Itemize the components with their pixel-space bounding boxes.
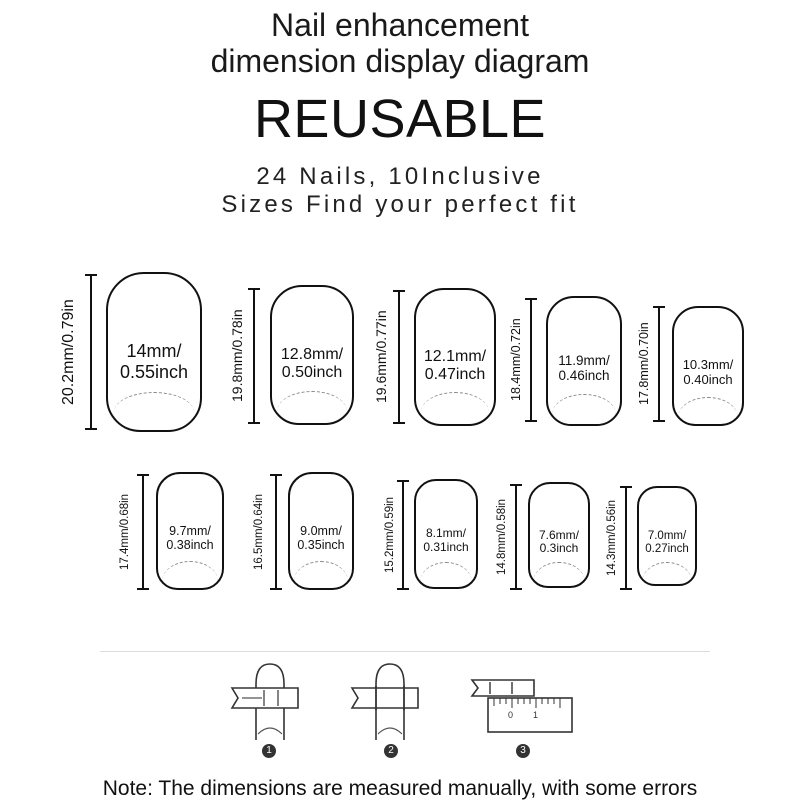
subtitle-line-2: Sizes Find your perfect fit xyxy=(221,191,579,218)
length-bracket xyxy=(397,480,409,590)
nail-outline: 9.0mm/0.35inch xyxy=(288,472,354,590)
tape-on-nail-icon xyxy=(230,663,299,740)
width-mm: 9.0mm/ xyxy=(300,523,342,538)
length-bracket xyxy=(248,288,260,424)
cuticle-line xyxy=(420,392,490,424)
cuticle-line xyxy=(419,562,473,587)
length-bracket xyxy=(393,290,405,424)
length-bracket xyxy=(620,486,632,590)
length-bracket xyxy=(510,484,522,590)
width-inch: 0.50inch xyxy=(281,364,343,382)
width-inch: 0.47inch xyxy=(424,366,486,384)
cuticle-line xyxy=(161,561,219,588)
ruler-tick-0: 0 xyxy=(508,710,513,720)
nail-width-label: 12.1mm/0.47inch xyxy=(416,348,494,385)
length-bracket xyxy=(653,306,665,422)
nail-outline: 7.0mm/0.27inch xyxy=(637,486,697,586)
nail-length-label: 19.6mm/0.77in xyxy=(373,310,389,404)
width-mm: 10.3mm/ xyxy=(682,357,734,373)
width-mm: 14mm/ xyxy=(126,341,182,362)
nail-width-label: 7.6mm/0.3inch xyxy=(530,527,588,557)
width-mm: 7.0mm/ xyxy=(647,530,687,542)
nail-width-label: 7.0mm/0.27inch xyxy=(639,530,695,556)
nail-width-label: 8.1mm/0.31inch xyxy=(416,526,476,555)
width-mm: 9.7mm/ xyxy=(169,523,211,538)
cuticle-line xyxy=(678,396,738,424)
nail-width-label: 10.3mm/0.40inch xyxy=(674,357,742,388)
nail-length-label: 19.8mm/0.78in xyxy=(229,309,245,403)
cuticle-line xyxy=(293,561,349,588)
nail-length-label: 17.4mm/0.68in xyxy=(119,493,131,571)
nail-outline: 7.6mm/0.3inch xyxy=(528,482,590,588)
width-inch: 0.40inch xyxy=(683,372,733,388)
length-bracket xyxy=(270,474,282,590)
nail-outline: 14mm/0.55inch xyxy=(106,272,202,432)
nail-outline: 10.3mm/0.40inch xyxy=(672,306,744,426)
ruler-tick-1: 1 xyxy=(533,710,538,720)
nail-outline: 12.1mm/0.47inch xyxy=(414,288,496,426)
width-inch: 0.38inch xyxy=(166,537,214,552)
width-mm: 12.1mm/ xyxy=(423,347,487,365)
width-inch: 0.55inch xyxy=(119,361,189,382)
nail-width-label: 11.9mm/0.46inch xyxy=(548,353,620,384)
subtitle-line-1: 24 Nails, 10Inclusive xyxy=(256,163,544,190)
headline: REUSABLE xyxy=(253,89,547,149)
width-inch: 0.31inch xyxy=(423,539,469,554)
cuticle-line xyxy=(552,394,616,424)
width-mm: 7.6mm/ xyxy=(538,527,579,542)
width-mm: 12.8mm/ xyxy=(280,345,344,363)
nail-length-label: 15.2mm/0.59in xyxy=(384,496,396,574)
nail-length-label: 18.4mm/0.72in xyxy=(509,318,523,402)
nail-length-label: 20.2mm/0.79in xyxy=(60,299,77,405)
nail-width-label: 14mm/0.55inch xyxy=(108,341,200,382)
length-bracket xyxy=(85,274,97,430)
nail-width-label: 9.7mm/0.38inch xyxy=(158,524,222,553)
width-mm: 8.1mm/ xyxy=(425,526,466,541)
width-inch: 0.27inch xyxy=(645,543,689,556)
nail-length-label: 17.8mm/0.70in xyxy=(637,322,651,406)
nail-outline: 12.8mm/0.50inch xyxy=(270,285,354,425)
width-inch: 0.46inch xyxy=(558,368,610,384)
nail-length-label: 16.5mm/0.64in xyxy=(253,493,265,571)
step-2-illustration xyxy=(348,660,448,744)
cuticle-line xyxy=(276,390,348,423)
width-mm: 11.9mm/ xyxy=(558,352,610,368)
cuticle-line xyxy=(642,562,692,584)
nail-width-label: 9.0mm/0.35inch xyxy=(290,524,352,553)
nail-length-label: 14.3mm/0.56in xyxy=(606,499,618,577)
step-1-number: 1 xyxy=(262,744,276,758)
nail-length-label: 14.8mm/0.58in xyxy=(496,498,508,576)
length-bracket xyxy=(525,298,537,422)
nail-width-label: 12.8mm/0.50inch xyxy=(272,346,352,383)
cuticle-line xyxy=(533,562,585,586)
step-2-number: 2 xyxy=(384,744,398,758)
step-1-illustration xyxy=(228,660,328,744)
title-line-2: dimension display diagram xyxy=(210,43,590,79)
length-bracket xyxy=(137,474,149,590)
step-3-number: 3 xyxy=(516,744,530,758)
nail-outline: 9.7mm/0.38inch xyxy=(156,472,224,590)
width-inch: 0.35inch xyxy=(297,537,345,552)
marked-tape-icon xyxy=(350,663,419,740)
title-line-1: Nail enhancement xyxy=(271,7,529,43)
step-3-illustration: 0 1 xyxy=(468,660,578,744)
footer-note: Note: The dimensions are measured manual… xyxy=(102,777,698,800)
nail-outline: 8.1mm/0.31inch xyxy=(414,479,478,589)
cuticle-line xyxy=(113,392,195,430)
divider xyxy=(100,651,710,652)
nail-outline: 11.9mm/0.46inch xyxy=(546,296,622,426)
ruler-measure-icon: 0 1 xyxy=(470,679,573,733)
width-inch: 0.3inch xyxy=(539,541,579,556)
